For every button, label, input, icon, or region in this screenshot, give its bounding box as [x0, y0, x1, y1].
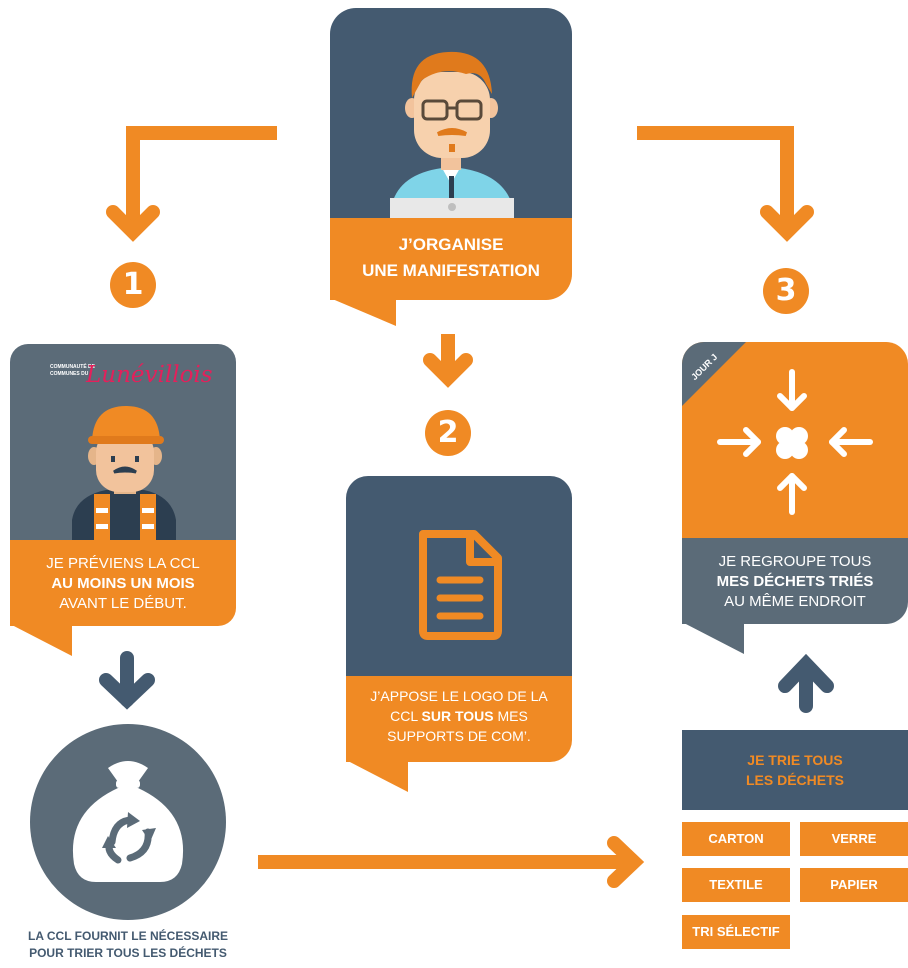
category-carton: CARTON — [682, 822, 790, 856]
step2-label-box: J’APPOSE LE LOGO DE LA CCL SUR TOUS MES … — [346, 676, 572, 762]
bag-caption-line2: POUR TRIER TOUS LES DÉCHETS — [29, 946, 227, 960]
step2-line3: SUPPORTS DE COM’. — [387, 728, 531, 744]
step1-card: COMMUNAUTÉ DE COMMUNES DU Lunévillois — [10, 344, 236, 540]
bag-caption-line1: LA CCL FOURNIT LE NÉCESSAIRE — [27, 929, 228, 943]
organizer-line2: UNE MANIFESTATION — [362, 261, 540, 280]
category-papier: PAPIER — [800, 868, 908, 902]
organizer-speech-tail — [330, 298, 396, 326]
step2-line1: J’APPOSE LE LOGO DE LA — [370, 688, 548, 704]
sort-title-line2: LES DÉCHETS — [745, 772, 844, 788]
step1-line2: AU MOINS UN MOIS — [51, 575, 195, 592]
organizer-label-box: J’ORGANISE UNE MANIFESTATION — [330, 218, 572, 300]
step-badge-3: 3 — [763, 268, 809, 314]
step2-line2-bold: SUR TOUS — [421, 708, 494, 724]
recycle-bag-icon — [72, 761, 184, 882]
bag-caption: LA CCL FOURNIT LE NÉCESSAIRE POUR TRIER … — [0, 928, 256, 962]
step3-line2: MES DÉCHETS TRIÉS — [716, 573, 874, 590]
step2-line2-suffix: MES — [493, 708, 528, 724]
category-textile: TEXTILE — [682, 868, 790, 902]
logo-small-line1: COMMUNAUTÉ DE — [50, 364, 95, 370]
step1-speech-tail — [10, 624, 72, 656]
logo-small-line2: COMMUNES DU — [50, 371, 89, 377]
organizer-card — [330, 8, 572, 218]
lunevillois-logo-script: Lunévillois — [86, 362, 213, 388]
recycle-bag-circle — [30, 724, 226, 920]
step2-speech-tail — [346, 760, 408, 792]
gather-arrows-icon — [717, 369, 873, 515]
category-verre: VERRE — [800, 822, 908, 856]
step3-line1: JE REGROUPE TOUS — [718, 553, 872, 570]
document-icon — [419, 530, 502, 640]
step2-card — [346, 476, 572, 676]
step2-line2-prefix: CCL — [390, 708, 422, 724]
worker-avatar-icon — [72, 406, 176, 540]
sort-title-line1: JE TRIE TOUS — [747, 752, 843, 768]
step3-label-box: JE REGROUPE TOUS MES DÉCHETS TRIÉS AU MÊ… — [682, 538, 908, 624]
step3-line3: AU MÊME ENDROIT — [724, 593, 866, 610]
step1-label-box: JE PRÉVIENS LA CCL AU MOINS UN MOIS AVAN… — [10, 540, 236, 626]
step-badge-2: 2 — [425, 410, 471, 456]
step1-line1: JE PRÉVIENS LA CCL — [46, 555, 200, 572]
step3-speech-tail — [682, 622, 744, 654]
category-tri-selectif: TRI SÉLECTIF — [682, 915, 790, 949]
step2-line2: CCL SUR TOUS MES — [346, 706, 572, 726]
step-badge-1: 1 — [110, 262, 156, 308]
step1-line3: AVANT LE DÉBUT. — [59, 595, 187, 612]
organizer-avatar-icon — [390, 51, 514, 218]
step3-card: JOUR J — [682, 342, 908, 538]
sort-title-box: JE TRIE TOUS LES DÉCHETS — [682, 730, 908, 810]
organizer-line1: J’ORGANISE — [398, 235, 504, 254]
jour-j-ribbon — [682, 342, 746, 406]
